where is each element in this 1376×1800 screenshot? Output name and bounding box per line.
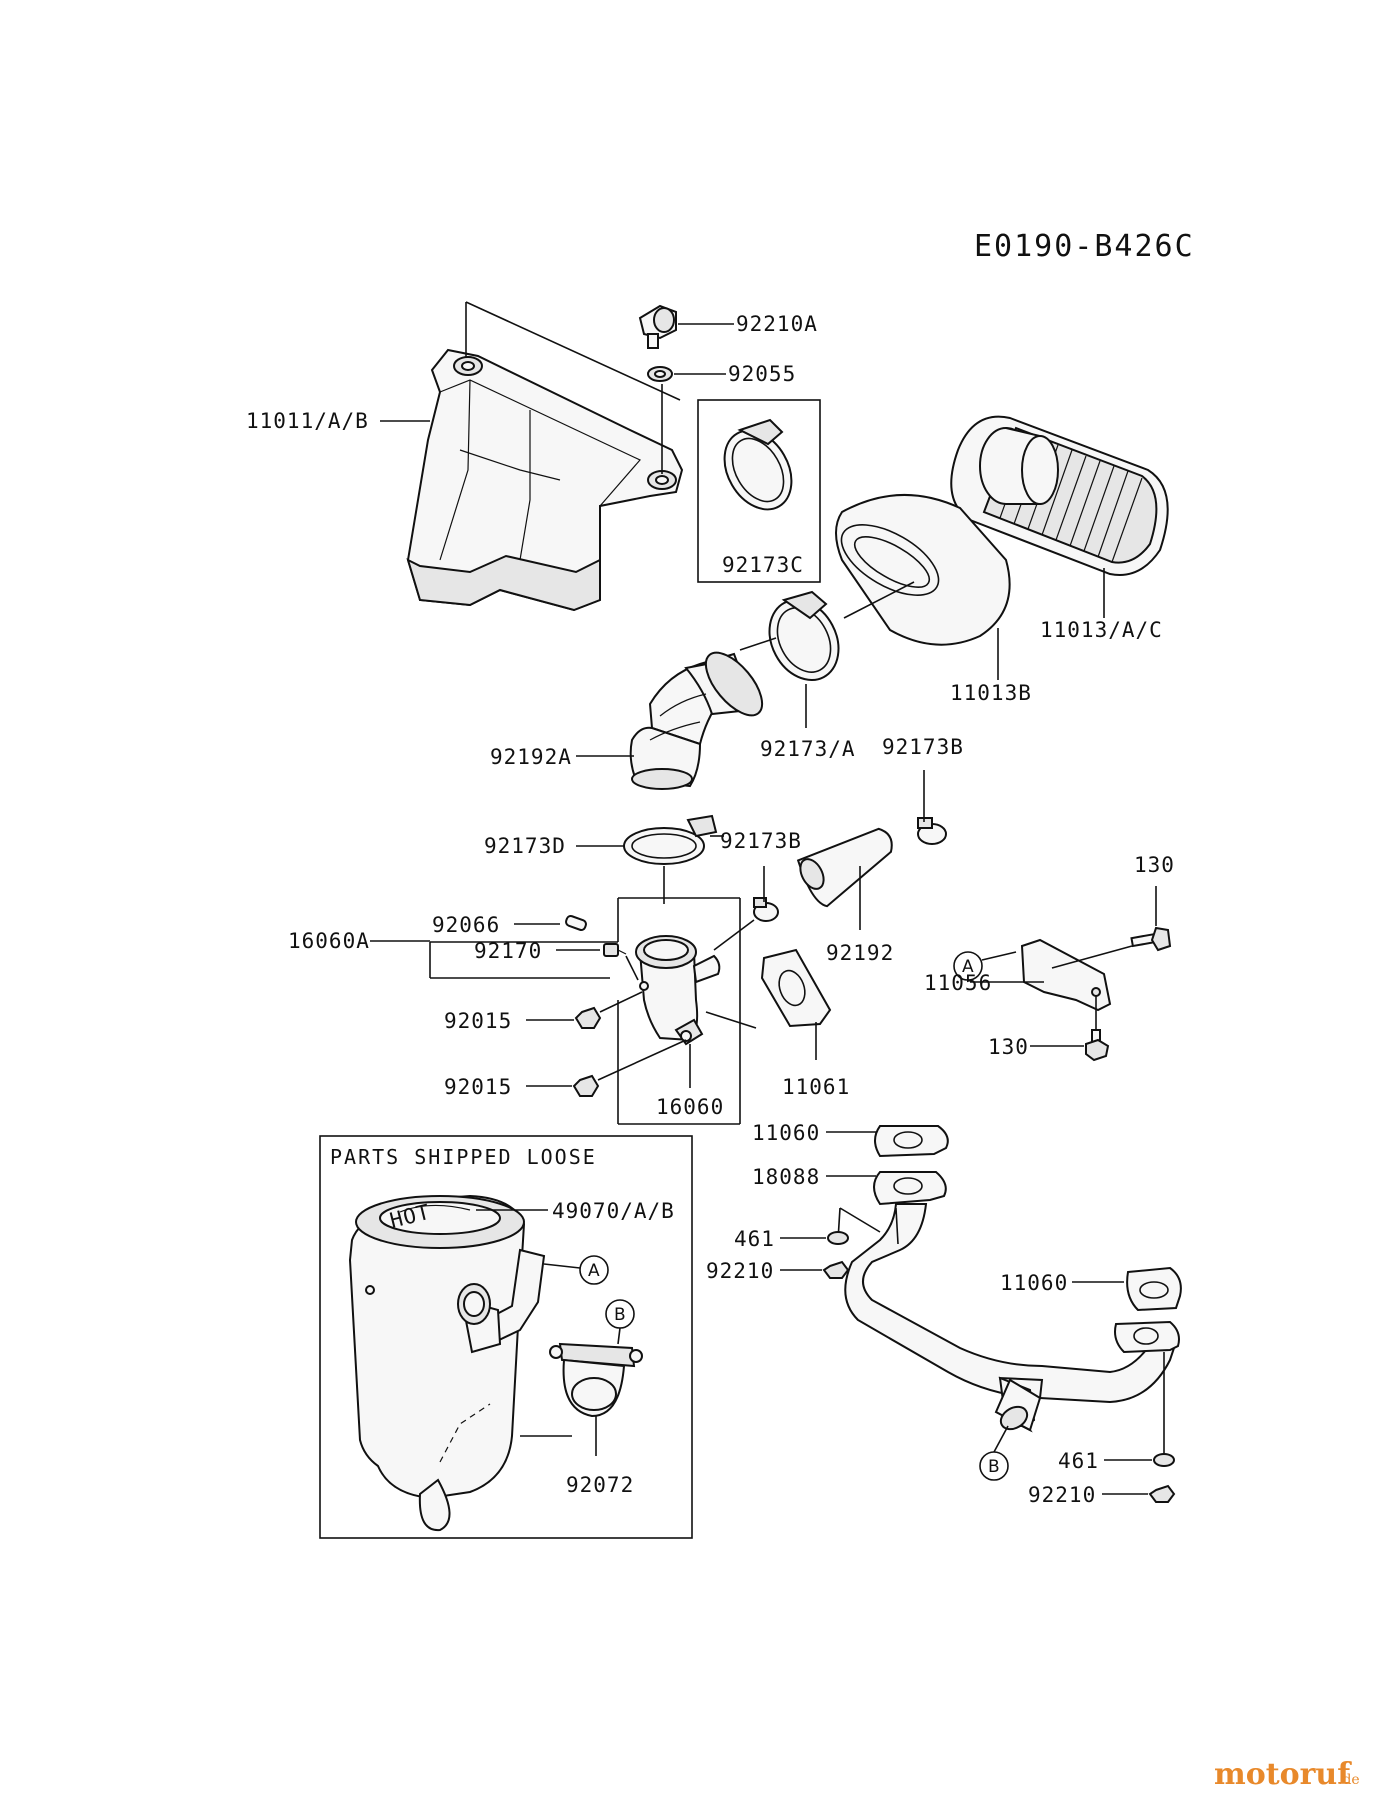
label-92066: 92066 <box>432 913 500 937</box>
small-clamp-92173B-top <box>917 817 947 845</box>
label-92173B-top: 92173B <box>882 735 964 759</box>
bolt-130-top <box>1130 926 1172 952</box>
label-11060-b: 11060 <box>1000 1271 1068 1295</box>
watermark-logo: motoruf <box>1214 1757 1352 1792</box>
label-18088: 18088 <box>752 1165 820 1189</box>
washer-461-a <box>827 1231 849 1245</box>
clamp-box <box>697 399 821 583</box>
clamp-92072 <box>549 1342 643 1418</box>
air-filter-element <box>950 415 1169 576</box>
ref-a-circle-muffler <box>579 1255 609 1285</box>
label-11013B: 11013B <box>950 681 1032 705</box>
label-92072: 92072 <box>566 1473 634 1497</box>
nut-92210-a <box>822 1260 850 1279</box>
label-92210-b: 92210 <box>1028 1483 1096 1507</box>
label-92173A: 92173/A <box>760 737 856 761</box>
label-461-b: 461 <box>1058 1449 1099 1473</box>
elbow-hose-92192A <box>629 651 764 790</box>
label-92173D: 92173D <box>484 834 566 858</box>
intake-adapter-16060 <box>635 935 721 1046</box>
label-92192: 92192 <box>826 941 894 965</box>
label-92170: 92170 <box>474 939 542 963</box>
muffler-49070 <box>348 1194 546 1532</box>
parts-shipped-loose-box <box>319 1135 693 1539</box>
hose-92192 <box>796 827 893 908</box>
ref-a-circle-bracket <box>953 951 983 981</box>
label-92210-a: 92210 <box>706 1259 774 1283</box>
label-92210A: 92210A <box>736 312 818 336</box>
label-49070: 49070/A/B <box>552 1199 675 1223</box>
label-11060-a: 11060 <box>752 1121 820 1145</box>
nut-92210-b <box>1148 1484 1176 1503</box>
label-92192A: 92192A <box>490 745 572 769</box>
clamp-92173D <box>623 814 718 865</box>
clamp-92173C <box>723 418 793 511</box>
parts-box-title: PARTS SHIPPED LOOSE <box>330 1145 597 1169</box>
clamp-92173A <box>768 590 840 682</box>
exhaust-pipe-18088 <box>844 1171 1180 1433</box>
ref-a-muffler: A <box>588 1261 600 1281</box>
label-11061: 11061 <box>782 1075 850 1099</box>
label-11013AC: 11013/A/C <box>1040 618 1163 642</box>
fitting-92170 <box>603 943 627 957</box>
gasket-11061 <box>760 948 832 1028</box>
knob-92210A <box>638 304 677 349</box>
watermark-suffix: .de <box>1338 1772 1360 1788</box>
label-16060A: 16060A <box>288 929 370 953</box>
label-92055: 92055 <box>728 362 796 386</box>
ref-b-muffler: B <box>614 1305 626 1325</box>
label-11011: 11011/A/B <box>246 409 369 433</box>
label-92173B-mid: 92173B <box>720 829 802 853</box>
small-clamp-92173B-mid <box>753 897 779 922</box>
label-16060: 16060 <box>656 1095 724 1119</box>
label-130-top: 130 <box>1134 853 1175 877</box>
bracket-11056 <box>1020 938 1112 1012</box>
nut-92015-b <box>572 1074 600 1097</box>
pin-92066 <box>565 915 587 931</box>
air-cleaner-cover <box>406 348 684 612</box>
label-461-a: 461 <box>734 1227 775 1251</box>
label-92015-b: 92015 <box>444 1075 512 1099</box>
ref-a-bracket: A <box>962 957 974 977</box>
label-92015-a: 92015 <box>444 1009 512 1033</box>
label-92173C: 92173C <box>722 553 804 577</box>
washer-461-b <box>1153 1453 1175 1467</box>
gasket-11060-b <box>1126 1266 1182 1312</box>
ref-b-pipe: B <box>988 1457 1000 1477</box>
nut-92015-a <box>574 1006 602 1029</box>
diagram-code: E0190-B426C <box>974 229 1195 264</box>
gasket-11060-a <box>874 1125 949 1158</box>
bolt-130-bottom <box>1085 1029 1110 1062</box>
label-130-bottom: 130 <box>988 1035 1029 1059</box>
label-11056: 11056 <box>924 971 992 995</box>
pre-cleaner-11013B <box>835 494 1011 646</box>
